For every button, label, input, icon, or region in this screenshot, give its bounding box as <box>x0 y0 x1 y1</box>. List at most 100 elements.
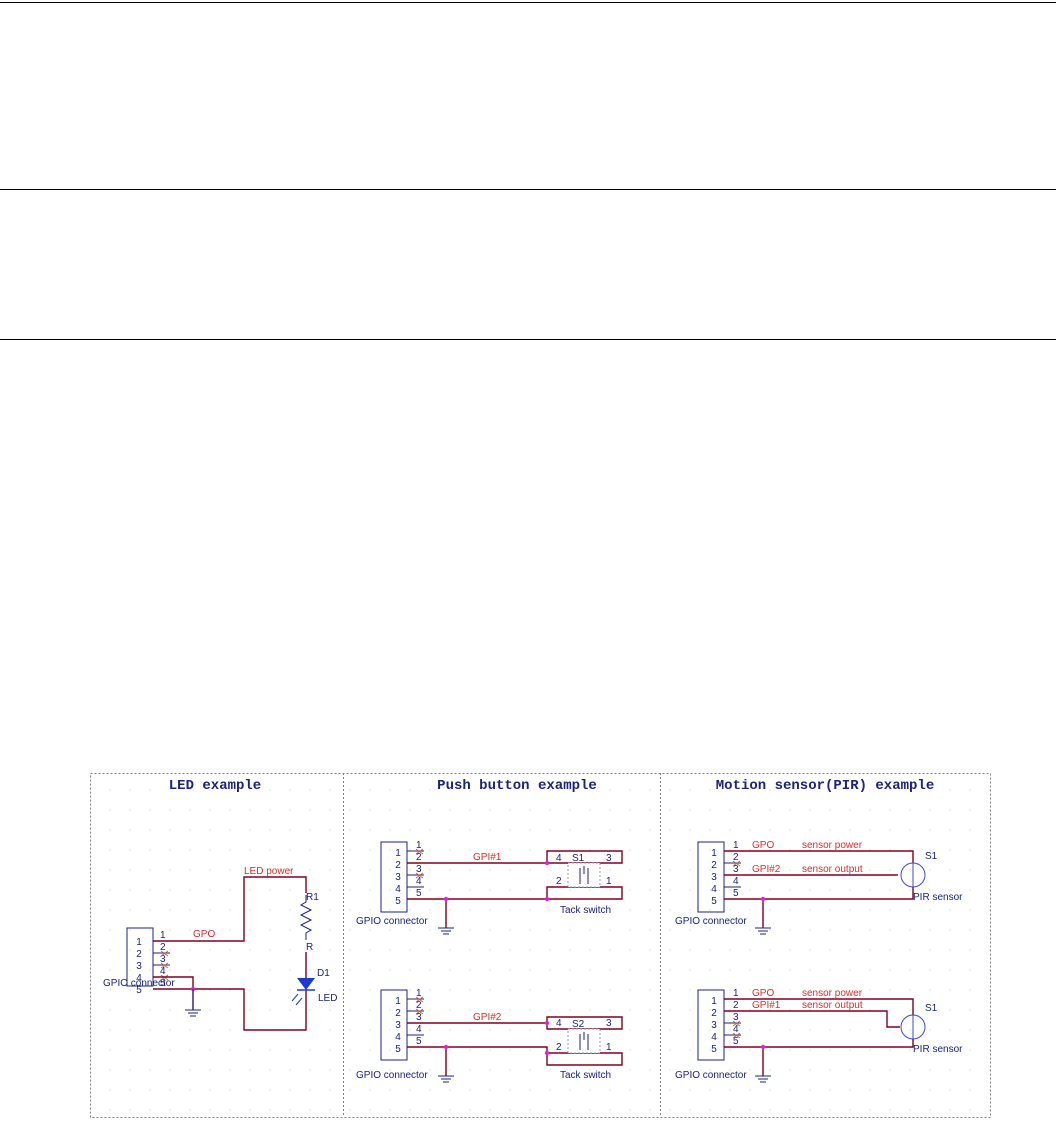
net-label: GPI#1 <box>473 852 502 863</box>
divider-lower <box>0 339 1056 340</box>
svg-text:5: 5 <box>733 888 739 899</box>
switch-pin: 4 <box>556 853 562 864</box>
svg-text:2: 2 <box>416 852 422 863</box>
pin-label: 5 <box>136 985 142 996</box>
svg-text:2: 2 <box>711 1008 717 1019</box>
pin-label: 4 <box>160 966 166 977</box>
sensor-label: PIR sensor <box>913 892 963 903</box>
svg-text:3: 3 <box>416 864 422 875</box>
switch-pin: 3 <box>606 853 612 864</box>
led-symbol <box>297 978 315 990</box>
gpio-connector <box>380 989 408 1061</box>
svg-text:4: 4 <box>395 1032 401 1043</box>
signal-label: sensor power <box>802 988 863 999</box>
svg-text:1: 1 <box>416 840 422 851</box>
push-button-circuit-1: 1 2 3 4 5 1 2 3 4 5 GPI#1 <box>356 840 623 935</box>
connector-label: GPIO connector <box>675 916 747 927</box>
gpio-connector <box>697 989 725 1061</box>
svg-text:4: 4 <box>416 1024 422 1035</box>
push-button-circuit-2: 1 2 3 4 5 1 2 3 4 5 GPI#2 <box>356 988 623 1083</box>
pin-label: 1 <box>160 930 166 941</box>
sensor-ref: S1 <box>925 1003 938 1014</box>
panel-motion-sensor-example: Motion sensor(PIR) example 1 2 3 4 5 1 2… <box>675 778 963 1083</box>
net-label-gpi: GPI#1 <box>752 1000 781 1011</box>
signal-label: sensor power <box>802 840 863 851</box>
svg-text:2: 2 <box>711 860 717 871</box>
gpio-connector <box>697 841 725 913</box>
diagram-frame <box>90 773 991 1118</box>
svg-text:2: 2 <box>416 1000 422 1011</box>
switch-ref: S1 <box>572 853 585 864</box>
panel-led-example: LED example 1 2 3 4 5 1 2 3 4 5 GPO LED … <box>103 778 337 1031</box>
connector-label: GPIO connector <box>675 1070 747 1081</box>
pin-label: 3 <box>136 961 142 972</box>
signal-label: sensor output <box>802 864 863 875</box>
switch-pin: 1 <box>606 1042 612 1053</box>
svg-text:1: 1 <box>395 996 401 1007</box>
divider-top <box>0 2 1056 3</box>
panel-push-button-example: Push button example 1 2 3 4 5 1 2 3 4 5 … <box>356 778 623 1083</box>
svg-text:4: 4 <box>733 876 739 887</box>
svg-text:1: 1 <box>711 996 717 1007</box>
switch-pin: 1 <box>606 876 612 887</box>
svg-text:5: 5 <box>733 1036 739 1047</box>
pir-circuit-1: 1 2 3 4 5 1 2 3 4 5 GPO GPI#2 sensor pow… <box>675 840 963 935</box>
pin-label: 2 <box>160 942 166 953</box>
pin-label: 3 <box>160 954 166 965</box>
resistor-value: R <box>306 942 313 953</box>
svg-text:1: 1 <box>733 988 739 999</box>
svg-text:1: 1 <box>395 848 401 859</box>
switch-label: Tack switch <box>560 1070 611 1081</box>
pir-circuit-2: 1 2 3 4 5 1 2 3 4 5 GPO GPI#1 sensor pow… <box>675 988 963 1083</box>
svg-text:4: 4 <box>733 1024 739 1035</box>
svg-text:4: 4 <box>711 1032 717 1043</box>
divider-middle <box>0 189 1056 190</box>
panel-title: Motion sensor(PIR) example <box>716 778 934 794</box>
svg-text:5: 5 <box>395 896 401 907</box>
gpio-connector <box>126 927 154 987</box>
signal-label: sensor output <box>802 1000 863 1011</box>
gpio-connector <box>380 841 408 913</box>
svg-text:1: 1 <box>733 840 739 851</box>
pin-label: 5 <box>160 978 166 989</box>
pin-label: 4 <box>136 973 142 984</box>
net-label: GPI#2 <box>473 1012 502 1023</box>
svg-text:1: 1 <box>711 848 717 859</box>
svg-text:3: 3 <box>711 872 717 883</box>
panel-title: LED example <box>169 778 261 794</box>
svg-text:3: 3 <box>395 872 401 883</box>
connector-label: GPIO connector <box>356 1070 428 1081</box>
pin-label: 2 <box>136 949 142 960</box>
svg-text:3: 3 <box>733 864 739 875</box>
connector-label: GPIO connector <box>103 978 175 989</box>
switch-pin: 2 <box>556 876 562 887</box>
svg-text:2: 2 <box>395 1008 401 1019</box>
svg-text:3: 3 <box>711 1020 717 1031</box>
svg-text:1: 1 <box>416 988 422 999</box>
resistor-symbol <box>299 895 313 940</box>
net-label-gpo: GPO <box>193 929 215 940</box>
switch-pin: 3 <box>606 1018 612 1029</box>
net-label-gpi: GPI#2 <box>752 864 781 875</box>
diode-ref: D1 <box>317 968 330 979</box>
svg-text:5: 5 <box>416 888 422 899</box>
svg-text:5: 5 <box>395 1044 401 1055</box>
connector-label: GPIO connector <box>356 916 428 927</box>
resistor-ref: R1 <box>306 892 319 903</box>
switch-ref: S2 <box>572 1019 585 1030</box>
grid-background <box>90 773 990 1117</box>
net-label-gpo: GPO <box>752 988 774 999</box>
svg-text:3: 3 <box>416 1012 422 1023</box>
svg-text:2: 2 <box>395 860 401 871</box>
sensor-label: PIR sensor <box>913 1044 963 1055</box>
svg-text:5: 5 <box>711 896 717 907</box>
net-label-gpo: GPO <box>752 840 774 851</box>
switch-pin: 4 <box>556 1018 562 1029</box>
switch-pin: 2 <box>556 1042 562 1053</box>
svg-text:3: 3 <box>395 1020 401 1031</box>
svg-text:4: 4 <box>711 884 717 895</box>
switch-label: Tack switch <box>560 905 611 916</box>
svg-text:4: 4 <box>395 884 401 895</box>
pin-label: 1 <box>136 937 142 948</box>
